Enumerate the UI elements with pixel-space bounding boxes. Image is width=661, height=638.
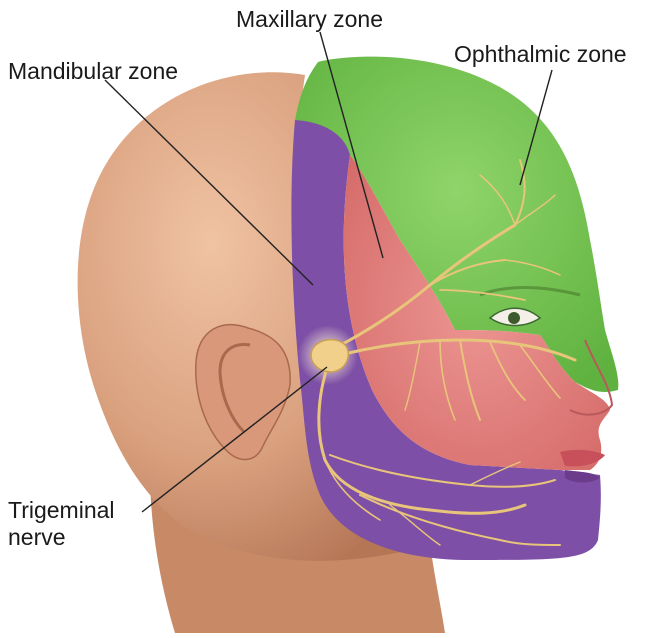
label-mandibular-zone: Mandibular zone <box>8 58 178 85</box>
mandibular-label-text: Mandibular zone <box>8 58 178 85</box>
label-trigeminal-nerve: Trigeminal nerve <box>8 497 115 551</box>
ophthalmic-label-text: Ophthalmic zone <box>454 41 627 68</box>
trigeminal-label-line1: Trigeminal <box>8 497 115 524</box>
label-maxillary-zone: Maxillary zone <box>236 6 383 33</box>
trigeminal-label-line2: nerve <box>8 524 115 551</box>
trigeminal-ganglion <box>311 340 348 372</box>
maxillary-label-text: Maxillary zone <box>236 6 383 33</box>
label-ophthalmic-zone: Ophthalmic zone <box>454 41 627 68</box>
